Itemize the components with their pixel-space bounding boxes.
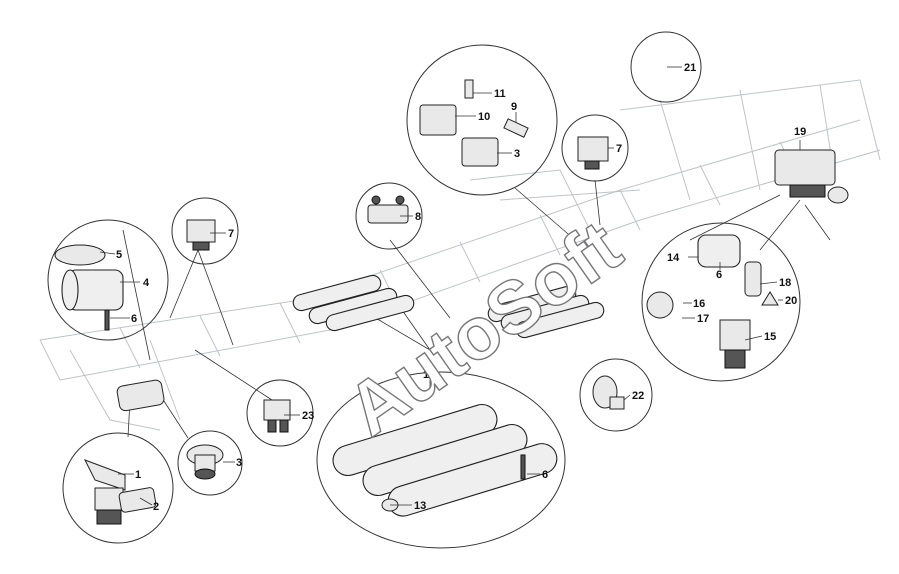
callout-label-16: 16 [693, 298, 705, 310]
brake-chamber-part [186, 444, 224, 480]
callout-label-20: 20 [785, 295, 797, 307]
callout-label-17: 17 [697, 313, 709, 325]
callout-label-22: 22 [632, 390, 644, 402]
callout-circle-1-2 [62, 432, 174, 544]
callout-label-21: 21 [684, 62, 696, 74]
callout-circle-8 [355, 182, 423, 250]
callout-label-11: 11 [494, 88, 506, 100]
sensor-part [592, 375, 625, 410]
relay-valve-part-left [186, 219, 216, 251]
air-dryer-group-part [646, 234, 779, 369]
callout-label-1: 1 [135, 469, 141, 481]
callout-circle-12-13 [316, 371, 566, 549]
callout-circle-22 [579, 358, 653, 432]
callout-label-4: 4 [143, 277, 150, 289]
callout-label-7-right: 7 [616, 143, 622, 155]
callout-label-6-center: 6 [542, 469, 548, 481]
callout-label-2: 2 [153, 501, 159, 513]
callout-circle-23 [246, 379, 314, 447]
brake-valve-pedal-part [83, 459, 157, 525]
callout-label-12: 12 [423, 369, 435, 381]
callout-circles [47, 31, 801, 549]
callout-label-6-left: 6 [131, 313, 137, 325]
compressor-part [774, 149, 849, 204]
callout-label-13: 13 [414, 500, 426, 512]
four-circuit-valve-part [367, 195, 409, 224]
callout-label-23: 23 [302, 410, 314, 422]
callout-label-9: 9 [511, 101, 517, 113]
relay-valve-part-right [577, 136, 609, 170]
callout-circle-7-left [171, 197, 239, 265]
valve-assembly-part-23 [263, 399, 291, 433]
callout-label-8: 8 [415, 211, 421, 223]
callout-circle-21 [630, 31, 702, 103]
connector-lines [122, 179, 831, 439]
callout-circle-3 [177, 430, 243, 496]
callout-label-10: 10 [478, 111, 490, 123]
part-labels: 1 2 3 4 5 6 7 8 9 10 11 12 13 14 15 16 1… [99, 62, 806, 513]
callout-circle-14-20 [641, 222, 801, 382]
callout-label-14: 14 [667, 252, 680, 264]
chassis-tanks [116, 274, 605, 412]
callout-label-3: 3 [236, 457, 242, 469]
callout-label-3-top: 3 [514, 148, 520, 160]
valve-group-9-10-11 [419, 79, 529, 167]
callout-label-7-left: 7 [228, 228, 234, 240]
callout-label-19: 19 [794, 126, 806, 138]
callout-label-6-right: 6 [716, 269, 722, 281]
chassis-frame [39, 79, 881, 431]
tank-group-12 [332, 403, 558, 517]
callout-circle-9-10-11 [406, 44, 558, 196]
small-air-tank-part [54, 244, 124, 331]
callout-label-15: 15 [764, 331, 776, 343]
callout-label-18: 18 [779, 277, 791, 289]
callout-circle-4-5-6 [47, 219, 169, 341]
callout-circle-7-right [561, 114, 629, 182]
callout-label-5: 5 [116, 249, 122, 261]
